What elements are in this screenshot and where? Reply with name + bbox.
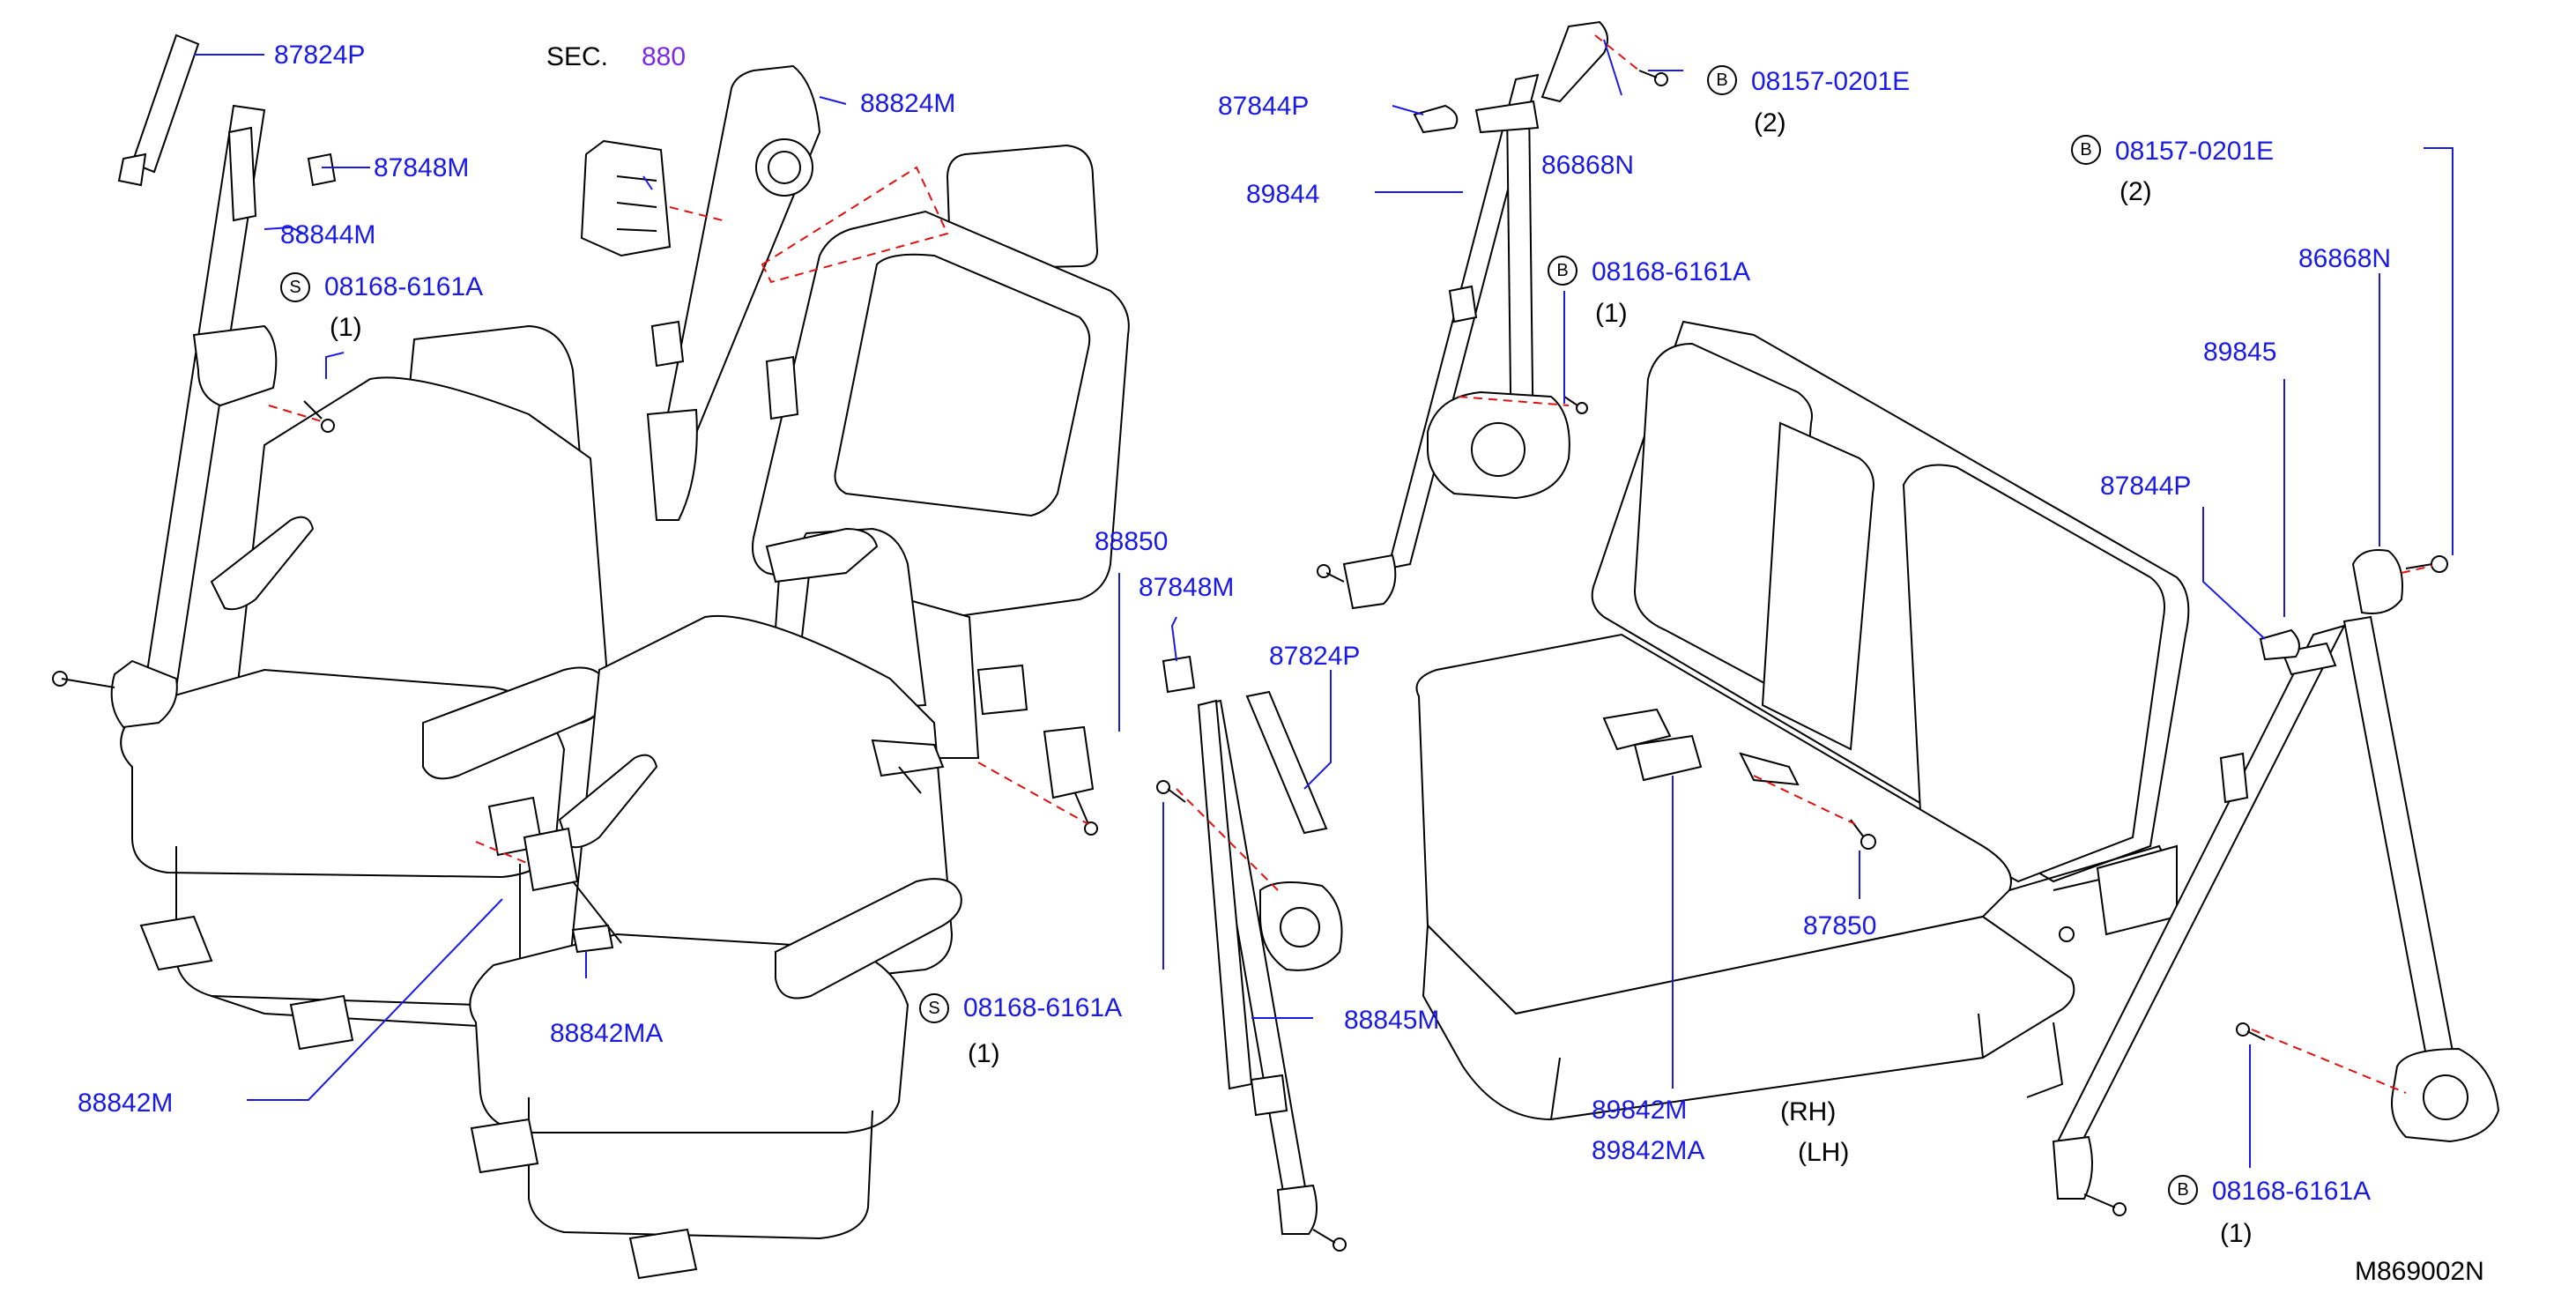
qty-label-2-left: (2) [1754,108,1786,137]
qty-label-left: (1) [330,313,362,342]
second-row-seat-drawing [469,144,1130,1280]
part-label-88842m: 88842M [78,1089,174,1118]
part-label-87824p-top: 87824P [274,41,366,70]
front-left-belt-drawing [52,33,337,729]
part-label-89842m: 89842M [1592,1096,1688,1125]
part-label-08157-left: 08157-0201E [1751,67,1911,96]
rear-buckles-drawing [1602,708,1876,850]
alignment-dashed-lines [268,34,2433,1094]
part-label-89844: 89844 [1246,180,1320,209]
center-right-belt-drawing [1317,20,1668,610]
callout-s-marker-left: S [280,272,310,302]
part-label-87824p-center: 87824P [1269,642,1361,671]
second-row-belt-drawing [580,64,821,521]
part-label-87844p-left: 87844P [1218,92,1310,121]
side-label-lh: (LH) [1798,1138,1850,1167]
diagram-id: M869002N [2355,1257,2484,1286]
section-number: 880 [642,42,687,71]
part-label-88845m: 88845M [1344,1006,1440,1035]
part-label-08157-right: 08157-0201E [2115,137,2275,166]
part-label-88850: 88850 [1095,527,1169,556]
qty-label-rear: (1) [1595,299,1628,328]
part-label-86868n-right: 86868N [2298,244,2392,273]
part-label-08168-right: 08168-6161A [2212,1177,2372,1206]
front-seat-left-drawing [120,324,610,1051]
second-row-lower-belt-drawing [1156,655,1347,1252]
callout-b-marker-2: B [1548,256,1578,286]
part-label-87850: 87850 [1803,911,1877,940]
qty-label-center: (1) [968,1039,1000,1068]
callout-b-marker-4: B [2168,1175,2198,1205]
part-label-88824m: 88824M [860,89,956,118]
part-label-89842ma: 89842MA [1592,1136,1705,1165]
section-label-sec: SEC. [546,42,609,71]
side-label-rh: (RH) [1780,1097,1837,1126]
part-label-88844m: 88844M [280,220,376,249]
front-buckles-drawing [487,725,1098,954]
callout-s-marker-center: S [919,993,949,1023]
rear-bench-drawing [1415,320,2190,1121]
part-label-87848m-center: 87848M [1139,573,1235,602]
qty-label-2-right: (2) [2119,177,2152,206]
part-label-87848m-left: 87848M [374,153,470,182]
callout-b-marker-3: B [2071,135,2101,165]
part-label-08168-center: 08168-6161A [963,993,1123,1022]
part-label-87844p-right: 87844P [2100,472,2192,501]
part-label-08168-rear: 08168-6161A [1592,257,1751,286]
part-label-86868n-left: 86868N [1541,151,1635,180]
callout-b-marker-1: B [1707,65,1737,95]
part-label-08168-left: 08168-6161A [324,272,484,301]
leader-lines [194,39,2454,1168]
far-right-belt-drawing [2052,549,2500,1216]
qty-label-right: (1) [2220,1219,2253,1248]
part-label-88842ma: 88842MA [550,1019,664,1048]
part-label-89845: 89845 [2203,338,2277,367]
